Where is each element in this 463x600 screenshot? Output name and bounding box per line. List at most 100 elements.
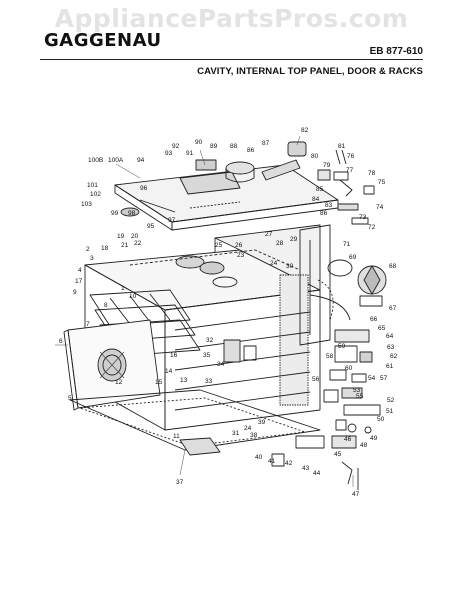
callout: 13 xyxy=(180,377,188,384)
callout: 30 xyxy=(286,263,294,270)
callout: 16 xyxy=(170,352,178,359)
callout: 21 xyxy=(121,242,129,249)
callout: 39 xyxy=(258,419,266,426)
right-hardware xyxy=(271,329,381,490)
callout: 23 xyxy=(237,252,245,259)
callout: 92 xyxy=(172,143,180,150)
oven-door xyxy=(63,319,161,411)
callout: 60 xyxy=(345,365,353,372)
callout: 14 xyxy=(165,368,173,375)
callout: 68 xyxy=(389,263,397,270)
callout: 53 xyxy=(353,387,361,394)
callout: 15 xyxy=(155,379,163,386)
callout: 48 xyxy=(360,442,368,449)
callout: 41 xyxy=(268,458,276,465)
callout: 32 xyxy=(206,337,214,344)
callout: 67 xyxy=(389,305,397,312)
brand-logo: GAGGENAU xyxy=(44,30,162,51)
callout: 71 xyxy=(343,241,351,248)
callout: 27 xyxy=(265,231,273,238)
oven-racks xyxy=(89,289,201,357)
callout: 61 xyxy=(386,363,394,370)
callout: 76 xyxy=(347,153,355,160)
callout: 90 xyxy=(195,139,203,146)
side-frame xyxy=(299,224,334,346)
callout: 28 xyxy=(276,240,284,247)
callout: 6 xyxy=(59,338,63,345)
callout: 17 xyxy=(75,278,83,285)
model-number: EB 877-610 xyxy=(369,46,423,57)
callout: 98 xyxy=(128,210,136,217)
callout: 9 xyxy=(73,289,77,296)
callout: 56 xyxy=(312,376,320,383)
callout: 86 xyxy=(247,147,255,154)
callout: 83 xyxy=(325,202,333,209)
callout: 34 xyxy=(217,361,225,368)
callout: 11 xyxy=(173,433,180,440)
callout: 33 xyxy=(205,378,213,385)
callout: 82 xyxy=(301,127,309,134)
callout: 35 xyxy=(203,352,211,359)
callout: 18 xyxy=(101,245,109,252)
callout: 19 xyxy=(117,233,125,240)
callout: 24 xyxy=(244,425,252,432)
callout: 42 xyxy=(285,460,293,467)
callout: 64 xyxy=(386,333,394,340)
callout: 55 xyxy=(356,393,364,400)
callout: 59 xyxy=(338,343,346,350)
callout: 78 xyxy=(368,170,376,177)
top-right-brackets xyxy=(317,149,375,225)
callout: 50 xyxy=(377,416,385,423)
callout: 4 xyxy=(78,267,82,274)
rear-fan-motor xyxy=(309,259,387,321)
convection-fan-element xyxy=(129,249,301,288)
callout: 58 xyxy=(326,353,334,360)
callout-labels: 82 92 90 89 88 87 86 81 93 91 94 100B 10… xyxy=(59,127,398,498)
callout: 103 xyxy=(81,201,92,208)
callout: 2 xyxy=(86,246,90,253)
callout: 25 xyxy=(215,242,223,249)
callout: 100B xyxy=(88,157,103,164)
callout: 22 xyxy=(134,240,142,247)
callout: 52 xyxy=(387,397,395,404)
callout: 26 xyxy=(235,242,243,249)
callout: 31 xyxy=(232,430,240,437)
top-fan-motor xyxy=(195,141,307,183)
top-panel xyxy=(114,164,339,231)
callout: 37 xyxy=(176,479,184,486)
callout: 93 xyxy=(165,150,173,157)
callout: 7 xyxy=(86,321,90,328)
callout: 88 xyxy=(230,143,238,150)
callout: 46 xyxy=(344,436,352,443)
callout: 100A xyxy=(108,157,124,164)
callout: 95 xyxy=(147,223,155,230)
callout: 87 xyxy=(262,140,270,147)
callout: 72 xyxy=(368,224,376,231)
callout: 102 xyxy=(90,191,101,198)
callout: 86 xyxy=(320,210,328,217)
callout: 99 xyxy=(111,210,119,217)
callout: 75 xyxy=(378,179,386,186)
callout: 101 xyxy=(87,182,98,189)
oven-cavity xyxy=(84,224,321,431)
header-divider xyxy=(40,59,423,60)
callout: 24 xyxy=(270,260,278,267)
callout: 49 xyxy=(370,435,378,442)
callout: 29 xyxy=(290,236,298,243)
callout: 44 xyxy=(313,470,321,477)
callout: 5 xyxy=(68,395,72,402)
callout: 97 xyxy=(168,217,176,224)
callout: 45 xyxy=(334,451,342,458)
callout: 54 xyxy=(368,375,376,382)
callout: 20 xyxy=(131,233,139,240)
callout: 74 xyxy=(376,204,384,211)
callout: 94 xyxy=(137,157,145,164)
callout: 81 xyxy=(338,143,346,150)
callout: 66 xyxy=(370,316,378,323)
diagram-title: CAVITY, INTERNAL TOP PANEL, DOOR & RACKS xyxy=(197,66,423,77)
callout: 43 xyxy=(302,465,310,472)
callout: 47 xyxy=(352,491,360,498)
callout: 84 xyxy=(312,196,320,203)
callout: 65 xyxy=(378,325,386,332)
